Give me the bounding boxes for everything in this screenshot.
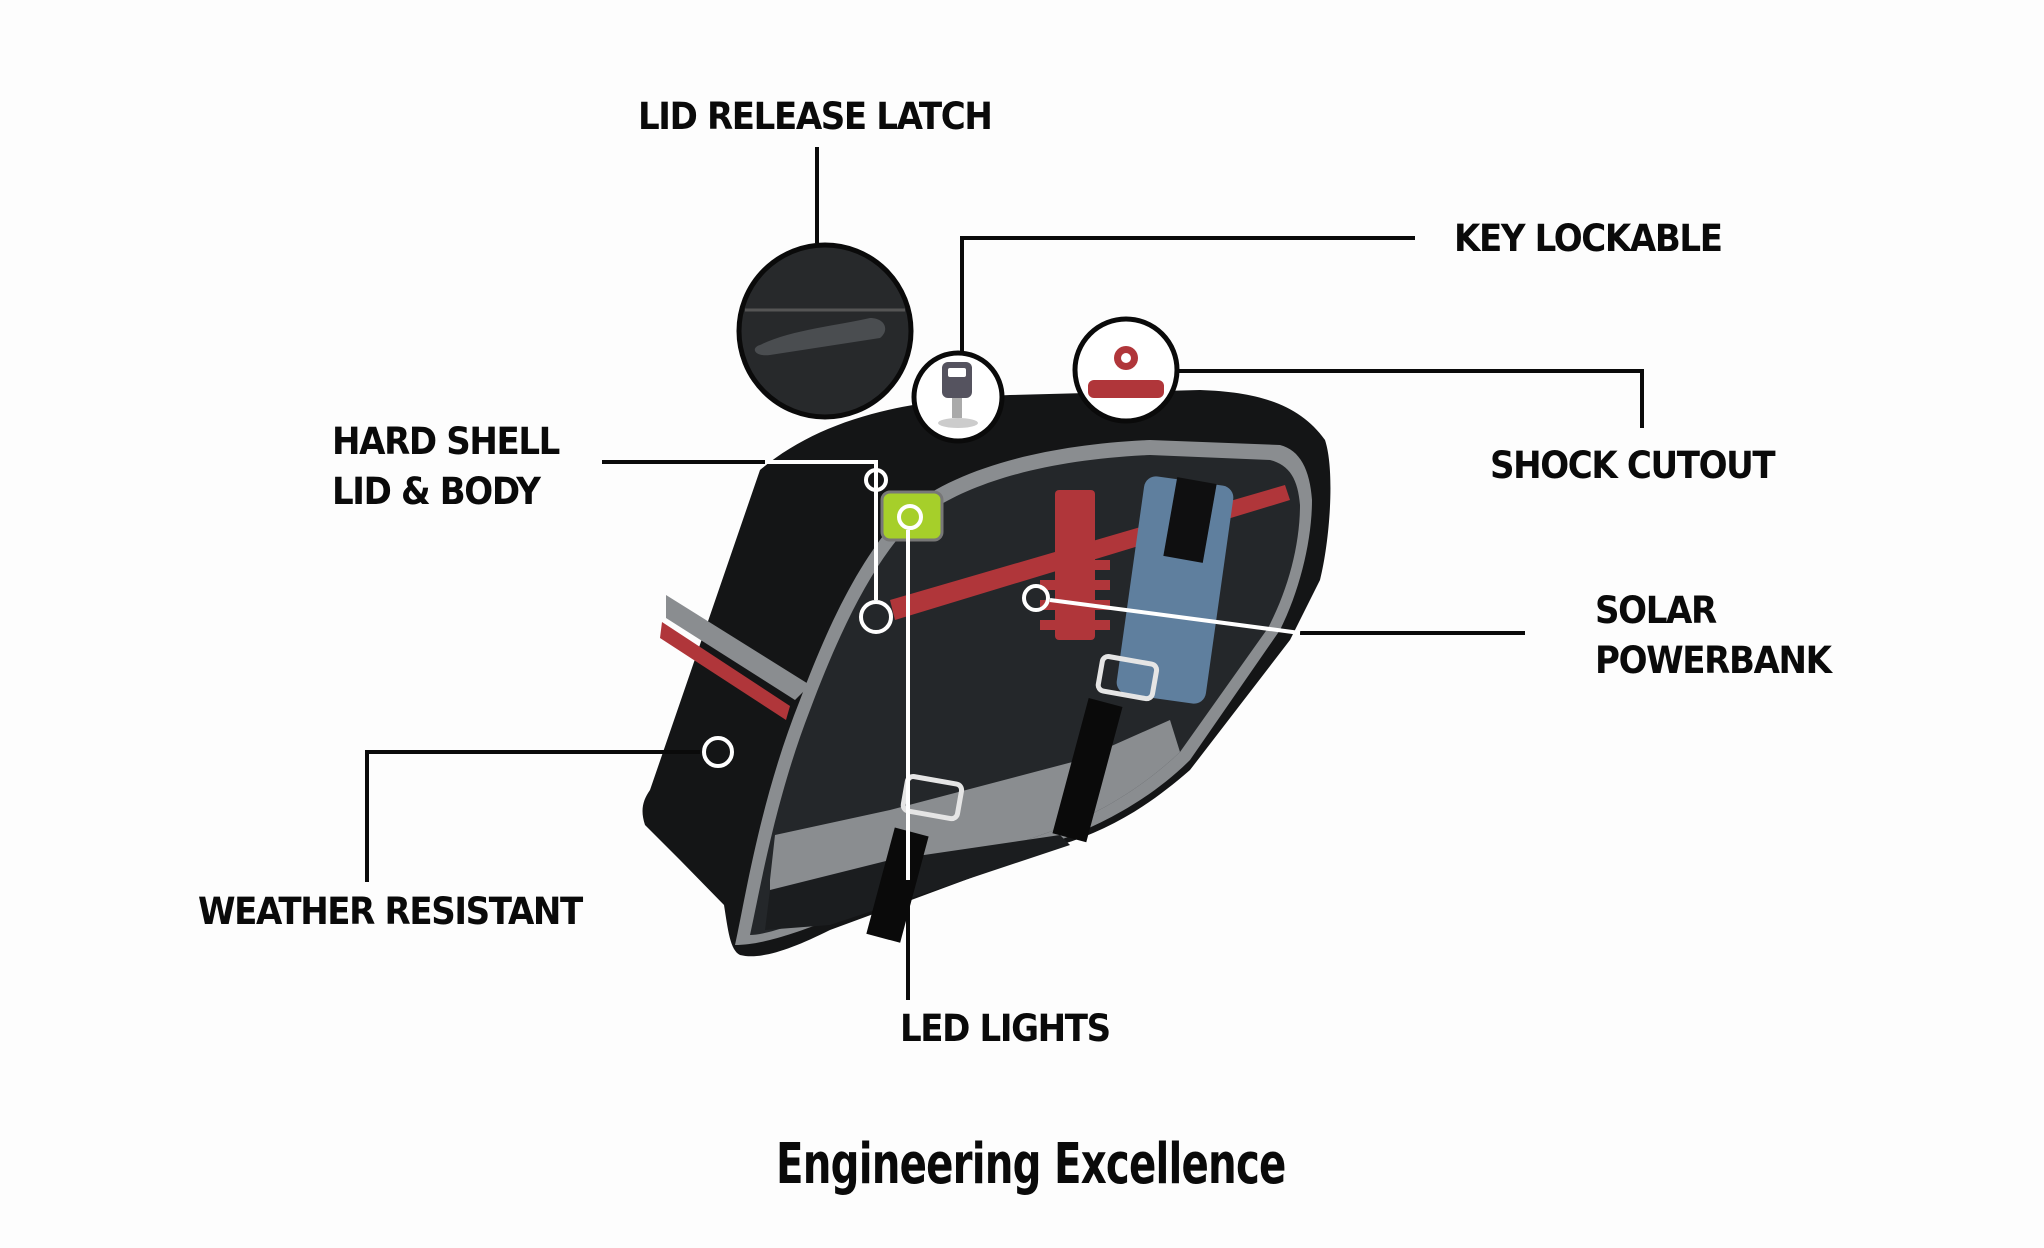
label-key-lockable: KEY LOCKABLE: [1454, 217, 1723, 260]
label-led-lights: LED LIGHTS: [900, 1007, 1111, 1050]
shock-absorber-icon: [1072, 316, 1180, 424]
bag-floor-bottom: [765, 835, 1070, 930]
label-solar-line2: POWERBANK: [1595, 639, 1832, 682]
leader-solar-powerbank-light: [1049, 598, 1301, 635]
label-shock-cutout: SHOCK CUTOUT: [1490, 444, 1776, 487]
diagram-title: Engineering Excellence: [776, 1132, 1286, 1197]
callout-dots: [702, 468, 1050, 768]
label-solar-line1: SOLAR: [1595, 589, 1717, 632]
lid-stripe-red: [660, 622, 790, 720]
label-hard-shell-line1: HARD SHELL: [332, 420, 560, 463]
strap-left: [866, 774, 965, 943]
lid-stripe-gray: [666, 595, 810, 700]
phone-strap: [1163, 477, 1217, 563]
label-lid-release-latch: LID RELEASE LATCH: [638, 95, 993, 138]
leader-weather-dark: [365, 750, 700, 882]
leader-hard-shell-light: [765, 460, 878, 600]
label-weather-resistant: WEATHER RESISTANT: [198, 890, 583, 933]
label-hard-shell-line2: LID & BODY: [332, 470, 541, 513]
leader-shock-cutout: [1177, 369, 1644, 428]
led-module: [880, 490, 944, 542]
key-icon: [911, 350, 1005, 444]
leader-lines: [365, 147, 1644, 1000]
strap-right: [1052, 654, 1160, 843]
leader-key-lockable: [960, 236, 1415, 352]
lid-latch-closeup-icon: [736, 242, 914, 420]
